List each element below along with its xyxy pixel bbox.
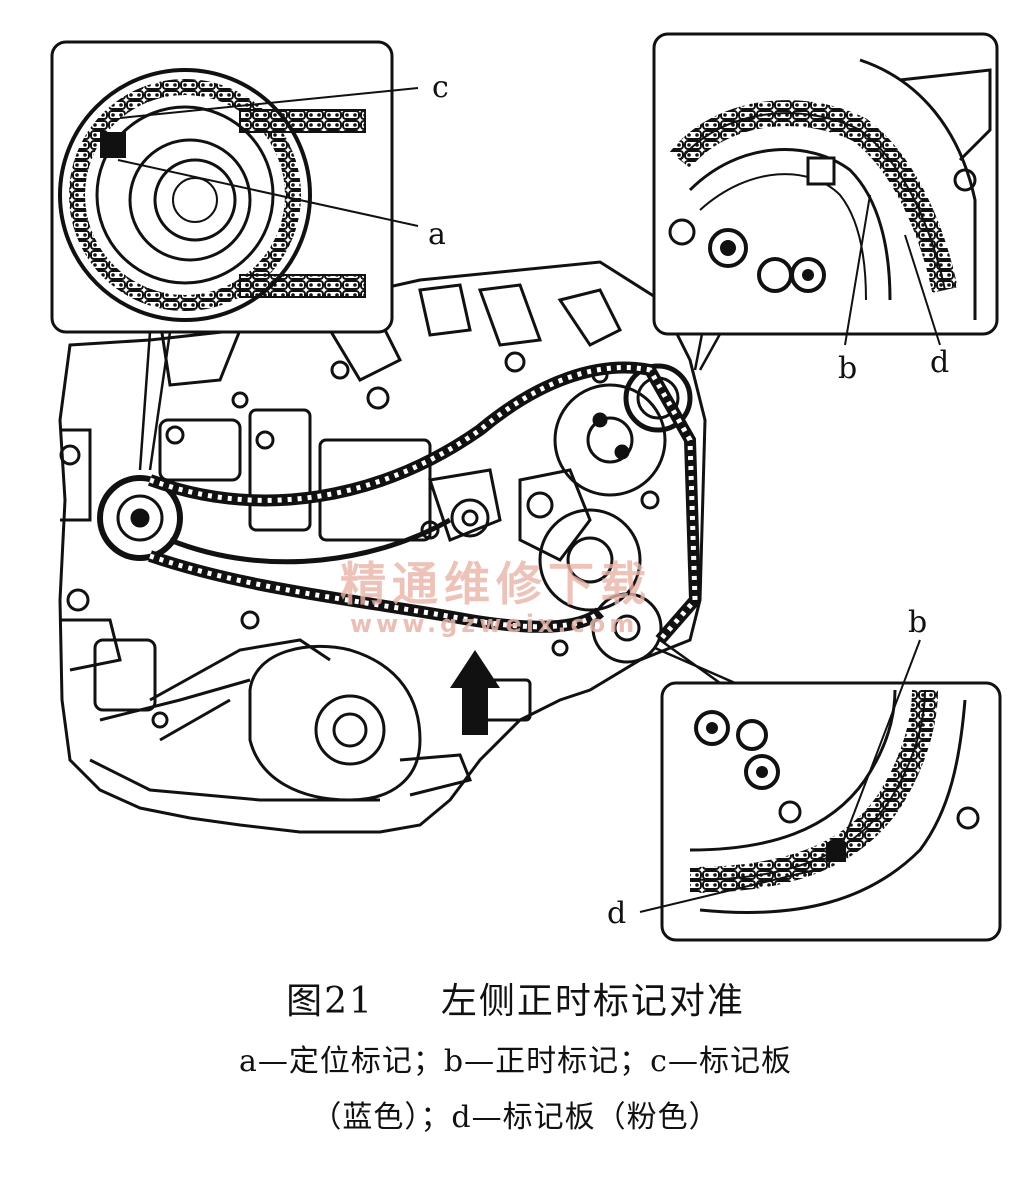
inset-top-right xyxy=(652,32,999,371)
timing-chain xyxy=(147,361,702,644)
engine-front-view xyxy=(58,260,707,834)
watermark-cn: 精通维修下载 xyxy=(340,557,652,611)
inset-bottom-right xyxy=(639,638,1002,942)
label-c: c xyxy=(432,70,449,105)
label-b-top: b xyxy=(838,351,857,386)
figure-title: 左侧正时标记对准 xyxy=(440,981,745,1022)
label-d-bottom: d xyxy=(607,896,626,931)
label-d-top: d xyxy=(930,345,949,380)
figure-number: 图21 xyxy=(286,981,374,1022)
figure-caption-title: 图21 左侧正时标记对准 xyxy=(0,972,1031,1024)
caption-legend-line-1: a—定位标记；b—正时标记；c—标记板 xyxy=(239,1044,792,1079)
label-a: a xyxy=(428,217,446,252)
inset-top-left xyxy=(50,40,419,471)
label-b-bottom: b xyxy=(908,605,927,640)
caption-legend-line-2: （蓝色）；d—标记板（粉色） xyxy=(311,1100,720,1135)
direction-arrow xyxy=(450,650,500,735)
watermark-url: www.gzweix.com xyxy=(350,610,638,638)
